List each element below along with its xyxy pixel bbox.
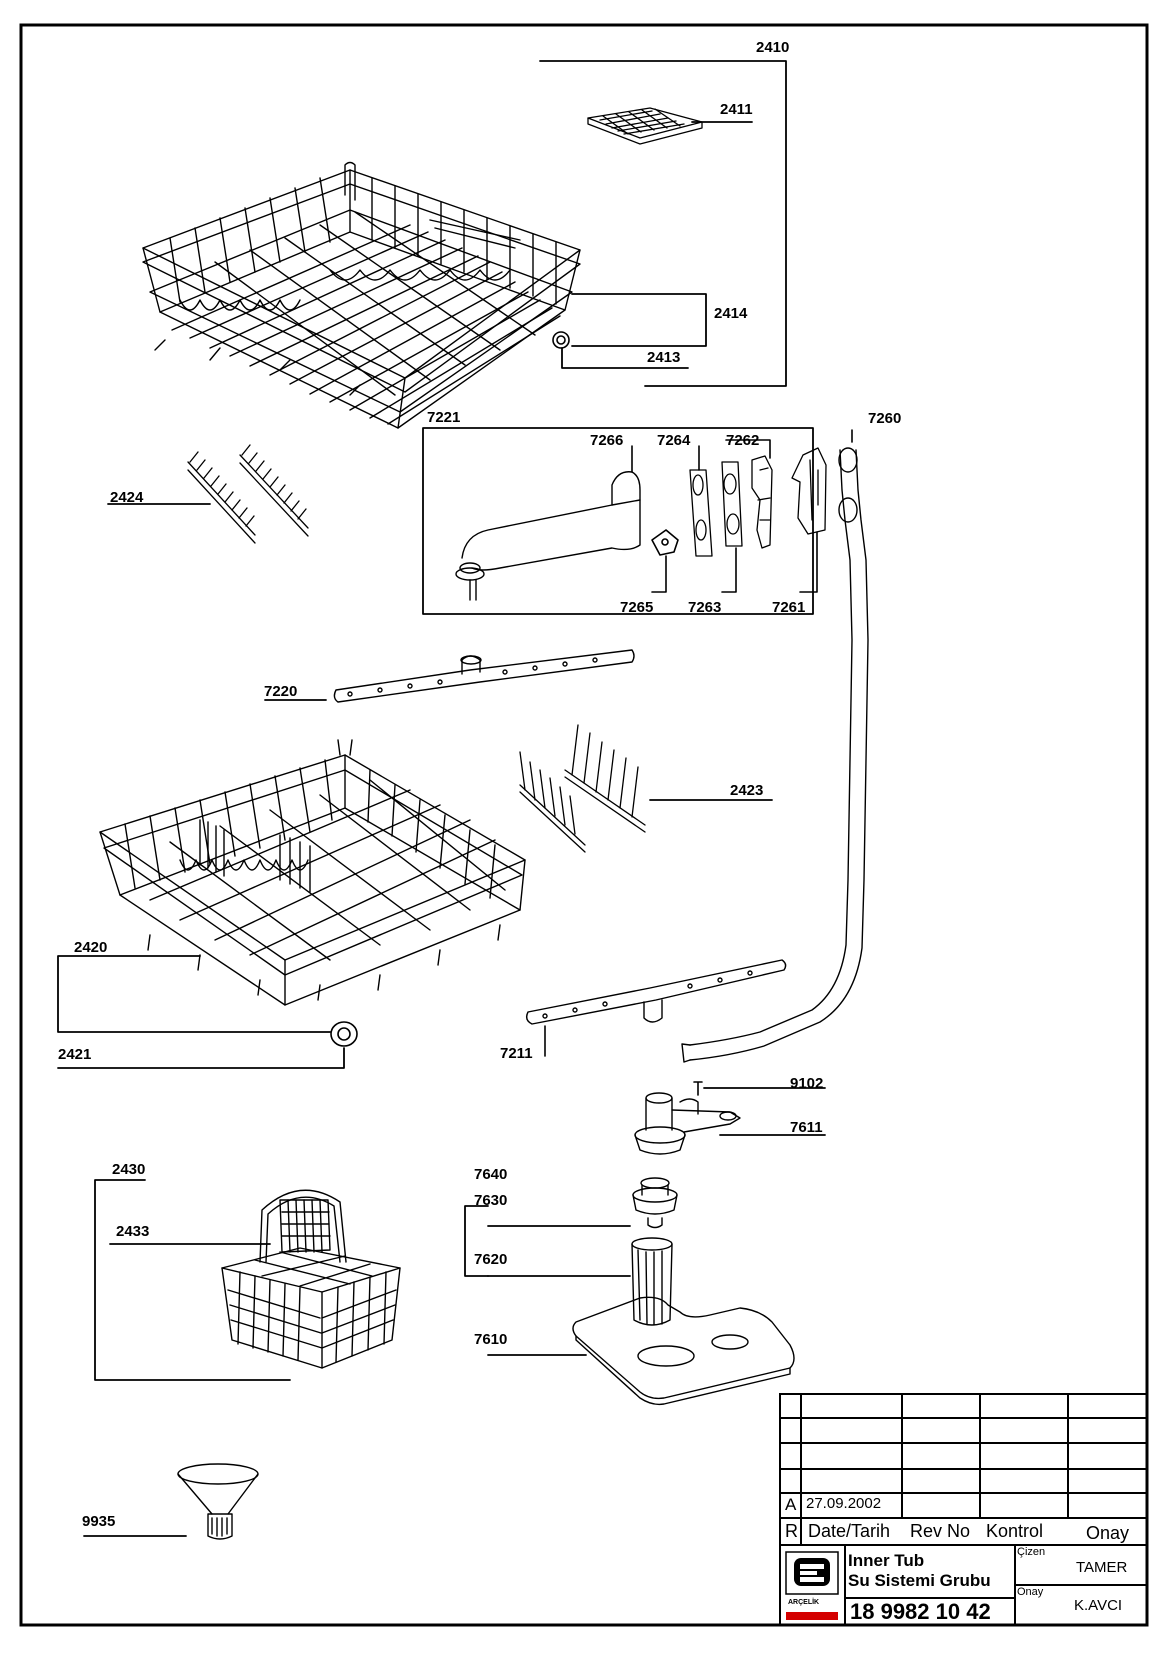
part-label-7220: 7220: [264, 683, 298, 700]
tine-rack-2424-drawing: [187, 444, 309, 544]
part-label-7262: 7262: [726, 432, 760, 449]
header-date: Date/Tarih: [808, 1521, 891, 1541]
upper-basket-drawing: [142, 161, 581, 429]
part-label-7620: 7620: [474, 1251, 508, 1268]
lower-spray-arm-drawing: [525, 959, 787, 1025]
part-label-2410: 2410: [756, 39, 790, 56]
gasket-7263-drawing: [721, 461, 743, 547]
part-label-9935: 9935: [82, 1513, 116, 1530]
part-label-7221: 7221: [427, 409, 461, 426]
leader-2414: [571, 293, 707, 347]
lower-basket-wheel-drawing: [330, 1021, 358, 1047]
part-label-7211: 7211: [500, 1045, 533, 1062]
part-label-7263: 7263: [688, 599, 722, 616]
header-r: R: [785, 1521, 798, 1541]
salt-funnel-drawing: [177, 1463, 259, 1540]
group-box-7221: [422, 427, 814, 615]
part-label-7266: 7266: [590, 432, 624, 449]
screw-drawing: [693, 1081, 703, 1096]
part-label-9102: 9102: [790, 1075, 824, 1092]
leader-2413: [561, 347, 689, 369]
leader-2410: [539, 60, 787, 387]
leader-2421: [57, 1047, 345, 1069]
drawn-by-name: TAMER: [1076, 1559, 1128, 1576]
part-label-2424: 2424: [110, 489, 144, 506]
plate-rack-2423-drawing: [519, 724, 646, 853]
supply-pipe-drawing: [681, 447, 869, 1063]
filter-cap-drawing: [632, 1177, 678, 1229]
part-label-2411: 2411: [720, 101, 753, 118]
upper-basket-clip-drawing: [552, 331, 570, 349]
drawing-title-line1: Inner Tub: [848, 1551, 925, 1570]
upper-spray-arm-drawing: [333, 649, 635, 703]
leader-2430: [94, 1179, 291, 1381]
drawing-title-line2: Su Sistemi Grubu: [848, 1571, 991, 1590]
part-label-2433: 2433: [116, 1223, 150, 1240]
coarse-filter-plate-drawing: [572, 1296, 795, 1406]
part-label-2414: 2414: [714, 305, 748, 322]
upper-spray-arm-pipe-drawing: [455, 471, 641, 601]
approved-by-label: Onay: [1017, 1586, 1044, 1598]
company-name: ARÇELİK: [788, 1599, 820, 1606]
revision-letter: A: [785, 1495, 797, 1514]
drawing-number: 18 9982 10 42: [850, 1599, 991, 1624]
part-label-7264: 7264: [657, 432, 691, 449]
seal-7264-drawing: [689, 469, 713, 557]
part-label-7611: 7611: [790, 1119, 823, 1136]
part-label-2421: 2421: [58, 1046, 92, 1063]
drawn-by-label: Çizen: [1017, 1546, 1046, 1558]
part-label-7630: 7630: [474, 1192, 508, 1209]
leader-7640-bracket: [464, 1205, 489, 1277]
micro-filter-drawing: [631, 1237, 673, 1326]
connector-7261-drawing: [791, 447, 827, 535]
part-label-2420: 2420: [74, 939, 108, 956]
drawing-border: [19, 23, 1149, 1627]
revision-date: 27.09.2002: [806, 1495, 882, 1512]
clip-7265-drawing: [651, 529, 679, 556]
part-label-2423: 2423: [730, 782, 764, 799]
part-label-7261: 7261: [772, 599, 806, 616]
company-logo: [785, 1551, 839, 1620]
cutlery-basket-drawing: [221, 1189, 401, 1369]
lower-basket-drawing: [99, 739, 526, 1006]
part-label-7265: 7265: [620, 599, 654, 616]
holder-7262-drawing: [751, 455, 773, 549]
part-label-7640: 7640: [474, 1166, 508, 1183]
pump-housing-drawing: [634, 1092, 741, 1155]
leader-7261: [799, 531, 818, 593]
part-label-7610: 7610: [474, 1331, 508, 1348]
approved-by-name: K.AVCI: [1074, 1597, 1123, 1614]
cup-shelf-drawing: [587, 107, 703, 145]
leader-7262: [725, 439, 771, 459]
part-label-2413: 2413: [647, 349, 681, 366]
part-label-2430: 2430: [112, 1161, 146, 1178]
header-control: Kontrol: [986, 1521, 1044, 1541]
leader-2420: [57, 955, 331, 1033]
title-block-grid: [779, 1393, 1148, 1626]
leader-7263: [721, 547, 737, 593]
part-label-7260: 7260: [868, 410, 902, 427]
leader-7265: [651, 555, 667, 593]
header-approval: Onay: [1086, 1523, 1130, 1543]
header-rev-no: Rev No: [910, 1521, 971, 1541]
